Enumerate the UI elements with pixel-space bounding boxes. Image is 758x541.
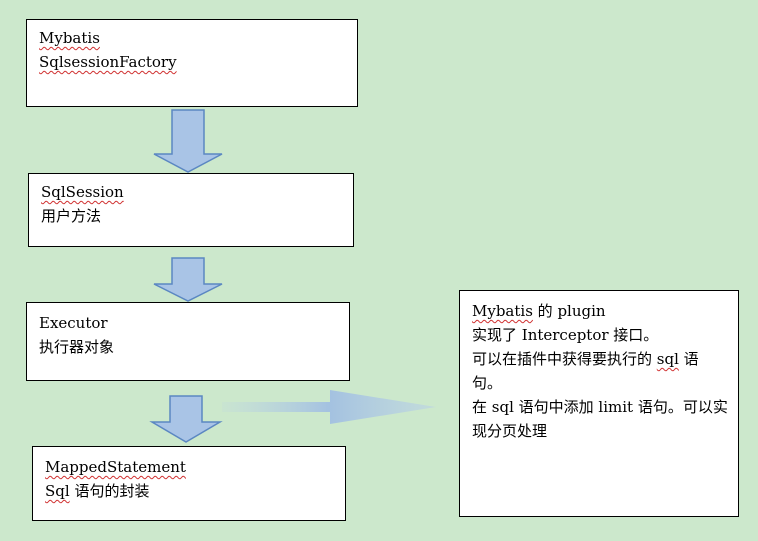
sqlsession-box: SqlSession 用户方法 [28, 173, 354, 247]
mapped-desc: Sql 语句的封装 [45, 479, 345, 503]
executor-box: Executor 执行器对象 [26, 302, 350, 381]
mapped-desc-rest: 语句的封装 [69, 482, 150, 500]
plugin-note-box: Mybatis 的 plugin 实现了 Interceptor 接口。 可以在… [459, 290, 739, 517]
plugin-line-3-post: 语句。 [472, 350, 699, 392]
plugin-line-3-pre: 可以在插件中获得要执行的 [472, 350, 657, 368]
mapped-title: MappedStatement [45, 458, 186, 476]
mapped-desc-sql: Sql [45, 482, 70, 500]
down-arrow-1 [153, 109, 223, 173]
plugin-line-1: Mybatis 的 plugin [472, 299, 728, 323]
down-arrow-3 [149, 395, 223, 443]
sqlsession-factory-box: Mybatis SqlsessionFactory [26, 19, 358, 107]
plugin-line-4: 在 sql 语句中添加 limit 语句。可以实现分页处理 [472, 398, 728, 440]
right-arrow [222, 390, 436, 424]
plugin-line-1-word: Mybatis [472, 302, 533, 320]
session-desc: 用户方法 [41, 207, 102, 225]
session-title: SqlSession [41, 183, 124, 201]
factory-subtitle: SqlsessionFactory [39, 53, 177, 71]
plugin-line-3: 可以在插件中获得要执行的 sql 语句。 [472, 347, 728, 395]
plugin-line-3-sql: sql [656, 350, 679, 368]
factory-title: Mybatis [39, 29, 100, 47]
executor-desc: 执行器对象 [39, 338, 115, 356]
mapped-statement-box: MappedStatement Sql 语句的封装 [32, 446, 346, 521]
plugin-line-1-rest: 的 plugin [532, 302, 606, 320]
down-arrow-2 [153, 257, 223, 302]
plugin-line-2: 实现了 Interceptor 接口。 [472, 326, 659, 344]
executor-title: Executor [39, 314, 108, 332]
